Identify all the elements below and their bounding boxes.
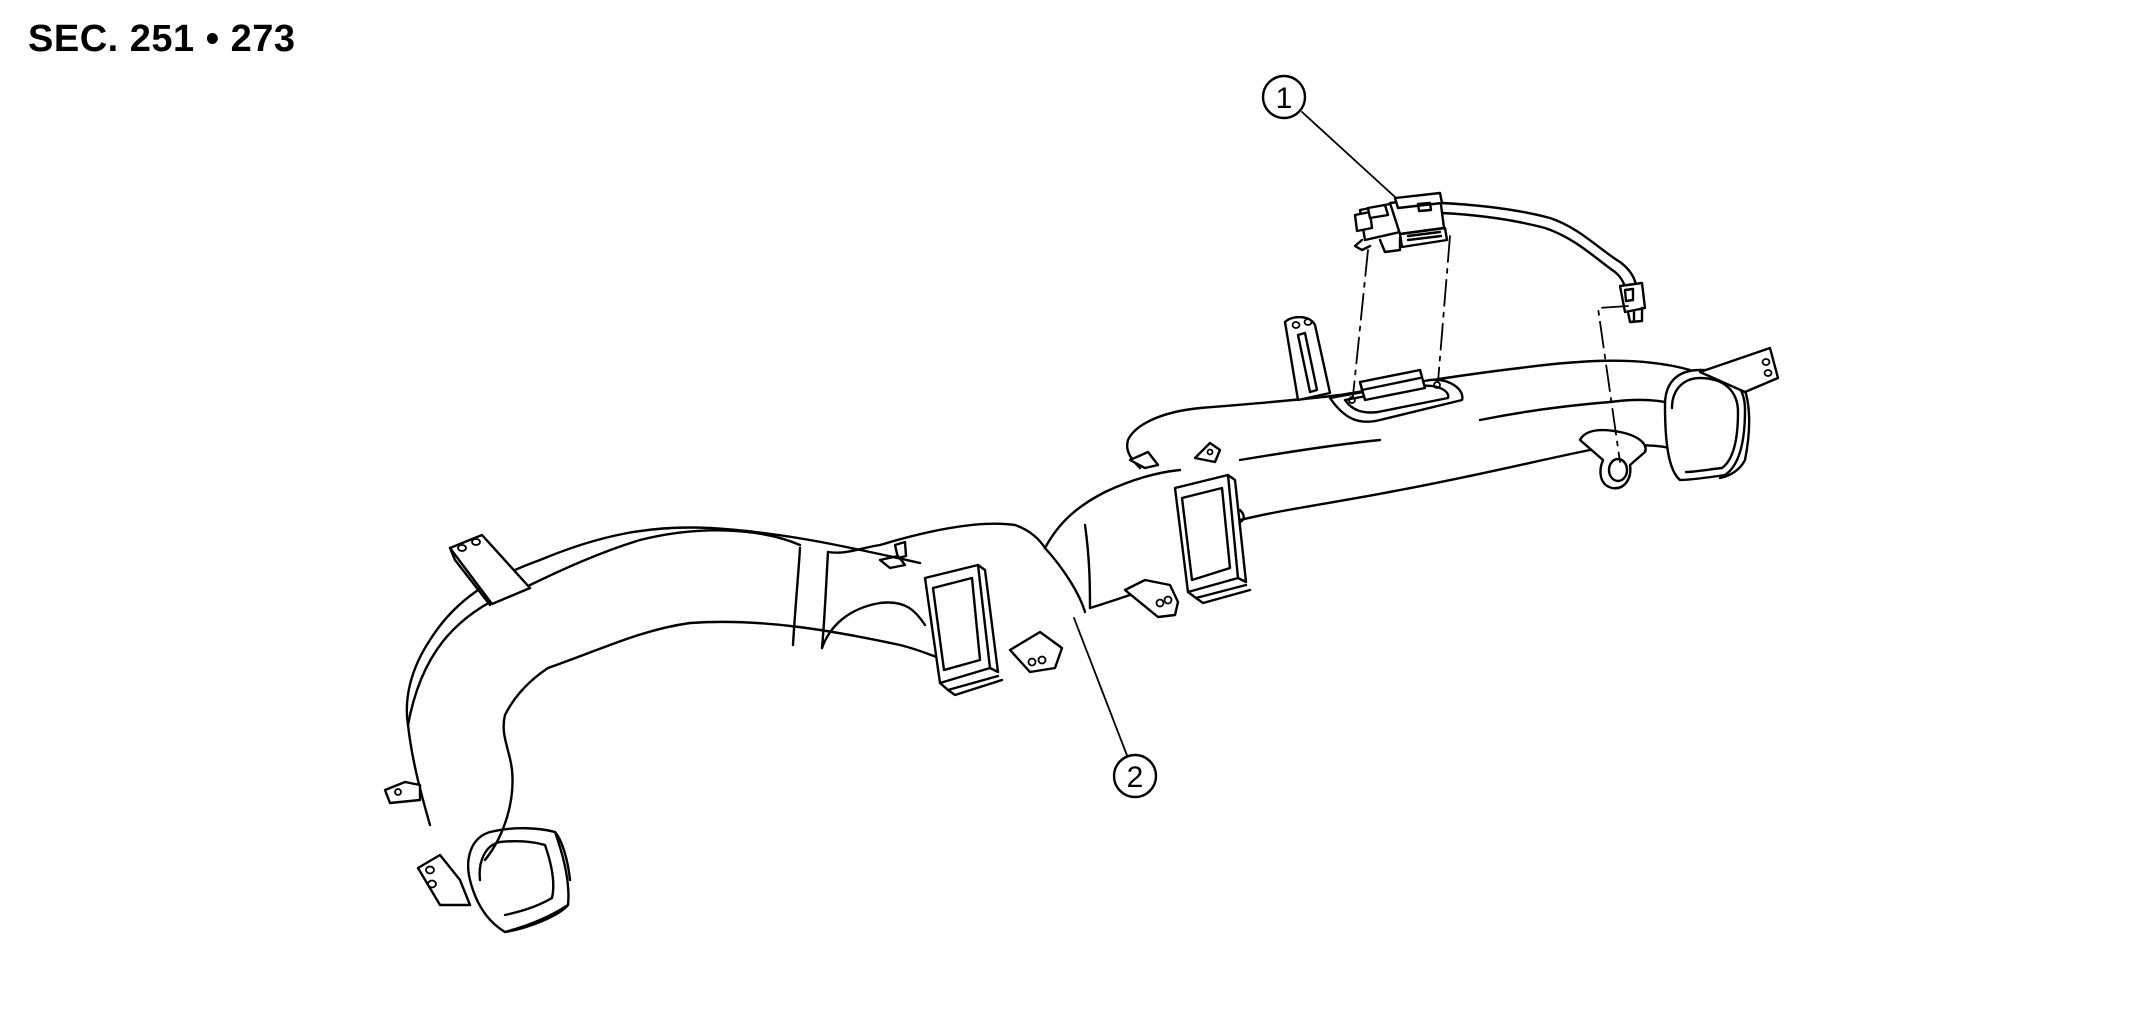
right-clip xyxy=(1578,428,1647,490)
left-upper-bracket xyxy=(448,533,532,607)
callout-2-label: 2 xyxy=(1127,761,1144,794)
ventilator-duct xyxy=(405,359,1692,862)
right-outlet xyxy=(1663,368,1751,482)
sensor-assembly xyxy=(1353,191,1647,324)
left-side-tab xyxy=(383,780,422,805)
center-top-tab xyxy=(1128,441,1222,470)
right-center-outlet xyxy=(1173,473,1252,605)
callout-1: 1 xyxy=(1261,74,1396,198)
center-upper-bracket xyxy=(1283,315,1332,402)
installation-lines xyxy=(1352,235,1629,463)
center-clip xyxy=(878,540,908,570)
lower-center-bracket xyxy=(1008,630,1064,674)
left-center-outlet xyxy=(923,563,1004,697)
left-lower-outlet xyxy=(467,827,572,934)
section-label: SEC. 251 • 273 xyxy=(28,18,296,60)
callout-1-label: 1 xyxy=(1276,82,1293,115)
callout-2: 2 xyxy=(1073,617,1158,799)
right-end-bracket xyxy=(1698,346,1780,394)
left-lower-bracket xyxy=(416,853,472,907)
sensor-mount-pad xyxy=(1328,368,1464,423)
center-lower-bracket xyxy=(1123,578,1180,619)
